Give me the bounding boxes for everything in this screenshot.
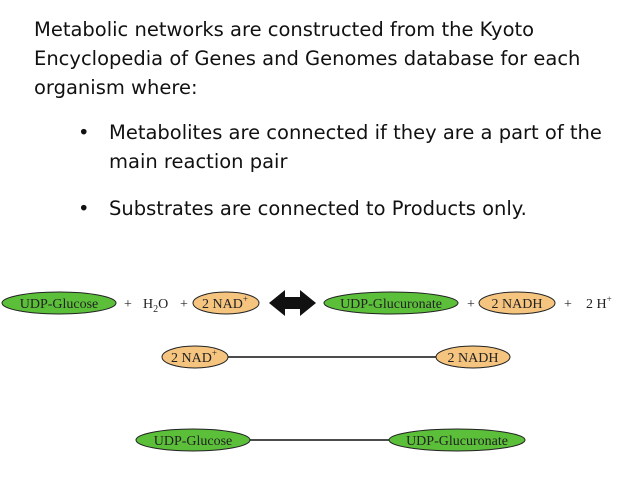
bullet-text: Substrates are connected to Products onl…	[109, 197, 527, 220]
udp-glucuronate-label: UDP-Glucuronate	[340, 297, 442, 312]
nad-node	[161, 345, 229, 369]
udp-glucuronate-label: UDP-Glucuronate	[406, 434, 508, 449]
nad-label: 2 NAD+	[202, 294, 248, 312]
reversible-arrow-icon	[269, 290, 316, 316]
intro-paragraph: Metabolic networks are constructed from …	[34, 18, 581, 99]
main-pair: UDP-Glucose UDP-Glucuronate	[135, 428, 526, 452]
nad-node	[192, 291, 260, 315]
bullet-text: Metabolites are connected if they are a …	[109, 121, 602, 173]
udp-glucose-node	[1, 291, 117, 315]
proton-label: 2 H+	[586, 294, 612, 312]
bullet-item: • Metabolites are connected if they are …	[72, 118, 632, 176]
udp-glucose-label: UDP-Glucose	[20, 297, 99, 312]
reaction-equation: UDP-Glucose + H2O + 2 NAD+ UDP-Glucurona…	[1, 290, 612, 316]
nad-label: 2 NAD+	[171, 348, 217, 366]
nadh-node	[478, 291, 556, 315]
udp-glucose-label: UDP-Glucose	[154, 434, 233, 449]
nadh-label: 2 NADH	[492, 297, 543, 312]
udp-glucuronate-node	[388, 428, 526, 452]
bullet-list: • Metabolites are connected if they are …	[72, 118, 632, 241]
plus-sign: +	[467, 297, 475, 312]
plus-sign: +	[124, 297, 132, 312]
plus-sign: +	[564, 297, 572, 312]
nadh-node	[435, 345, 511, 369]
udp-glucose-node	[135, 428, 251, 452]
cofactor-pair: 2 NAD+ 2 NADH	[161, 345, 511, 369]
plus-sign: +	[180, 297, 188, 312]
water-label: H2O	[143, 297, 168, 315]
nadh-label: 2 NADH	[448, 351, 499, 366]
bullet-dot: •	[78, 197, 90, 220]
bullet-dot: •	[78, 121, 90, 144]
udp-glucuronate-node	[323, 291, 459, 315]
bullet-item: • Substrates are connected to Products o…	[72, 194, 632, 223]
